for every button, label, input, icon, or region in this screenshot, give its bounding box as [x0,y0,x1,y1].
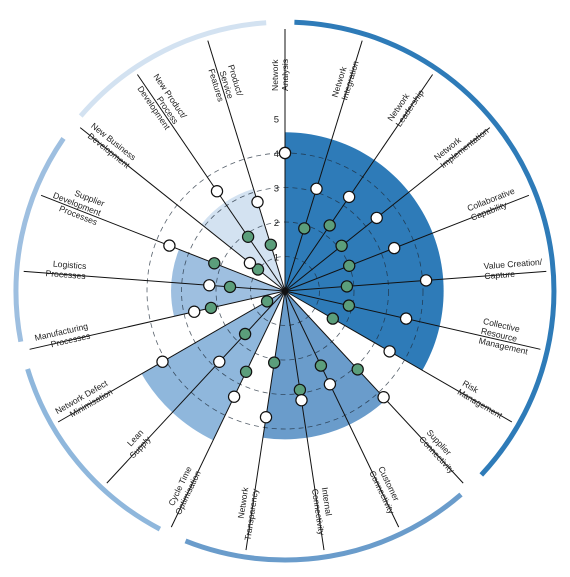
current-level-marker [335,239,348,252]
target-level-marker [383,345,396,358]
spoke-line [284,290,400,528]
sector-supply [141,291,285,441]
arc-network [294,19,557,477]
spoke-label: SupplierDevelopmentProcesses [48,181,107,228]
spoke-label: NetworkImplementation [432,118,491,170]
target-level-marker [213,355,226,368]
spoke-label: LogisticsProcesses [45,258,87,281]
current-level-marker [239,365,253,378]
current-level-marker [251,263,265,276]
spoke-label: Value Creation/Capture [483,257,544,281]
target-level-marker [210,184,224,198]
target-level-marker [419,274,433,287]
target-level-marker [251,195,264,209]
current-level-marker [208,257,221,270]
current-level-marker [223,280,237,294]
spoke-label: LeanSupply [120,427,153,460]
capability-spokes [23,29,547,551]
assessment-markers [156,146,433,424]
arc-processes [13,136,66,343]
spoke-line [284,290,513,423]
spoke-label: NetworkLeadership [385,82,426,129]
spoke-line [284,127,491,292]
target-level-marker [323,378,337,391]
target-level-marker [187,305,201,318]
scale-number: 2 [274,218,279,229]
target-level-marker [399,312,413,325]
spoke-label: NetworkIntegration [330,56,361,101]
target-level-marker [227,390,241,403]
scale-numbers: 1 2 3 4 5 [274,115,279,264]
spoke-line [284,270,547,292]
current-level-marker [204,301,218,315]
spoke-line [284,290,325,551]
current-level-marker [241,230,255,243]
spoke-label: Product/ServiceFeatures [206,62,245,104]
sector-network [285,132,444,371]
target-level-marker [310,182,323,195]
current-level-marker [314,359,328,372]
spoke-label: New Product/ProcessDevelopment [135,72,189,132]
current-level-marker [238,327,252,341]
spoke-line [284,40,363,292]
spoke-line [170,290,286,528]
spoke-line [136,74,286,292]
current-level-marker [326,312,339,325]
current-level-marker [342,299,356,312]
spoke-label: CollaborativeCapability [466,186,520,223]
current-level-marker [268,356,281,369]
scale-number: 1 [274,253,279,264]
spoke-label: RiskManagement [456,378,510,421]
target-level-marker [259,411,273,424]
current-level-marker [260,295,274,308]
spoke-label: NetworkAnalysis [270,59,290,91]
outer-group-arcs [13,19,557,563]
target-level-marker [295,394,308,407]
current-level-marker [351,363,364,376]
current-level-marker [340,280,354,293]
current-level-marker [343,259,356,272]
scale-number: 5 [274,115,279,126]
spoke-label: New BusinessDevelopment [83,121,139,171]
scale-number: 4 [274,149,279,160]
arc-development [78,20,267,118]
spoke-label: NetworkTransparency [233,486,261,541]
spoke-line [57,290,286,423]
arc-supply [25,368,162,532]
spoke-label: SupplierConnectivity [417,427,464,475]
spoke-line [284,290,541,350]
target-level-marker [342,190,356,204]
spoke-label: CollectiveResourceManagement [478,316,534,357]
spoke-line [284,74,434,292]
scale-number: 3 [274,184,279,195]
current-level-marker [264,238,277,251]
target-level-marker [377,391,390,404]
target-level-marker [203,279,216,292]
target-level-marker [243,256,257,270]
current-level-marker [298,222,311,235]
target-level-marker [370,211,383,225]
spoke-line [106,290,286,484]
target-level-marker [163,239,176,252]
spoke-label: InternalConnectivity [310,487,337,537]
arc-connectivity [184,492,463,563]
target-level-marker [156,355,169,368]
spoke-label: Cycle TimeOptimisation [164,464,203,516]
spoke-line [40,194,286,292]
spoke-line [284,194,530,292]
spoke-label: Network DefectMinimisation [53,378,114,425]
target-level-marker [278,146,292,160]
spoke-line [29,290,286,350]
current-level-marker [323,219,336,232]
target-level-marker [388,241,401,255]
current-level-marker [293,383,307,397]
spoke-line [284,290,464,484]
spoke-label: CustomerConnectivity [367,465,406,516]
center-hub [282,288,288,294]
spoke-line [23,270,286,292]
spoke-label: ManufacturingProcesses [34,321,92,353]
